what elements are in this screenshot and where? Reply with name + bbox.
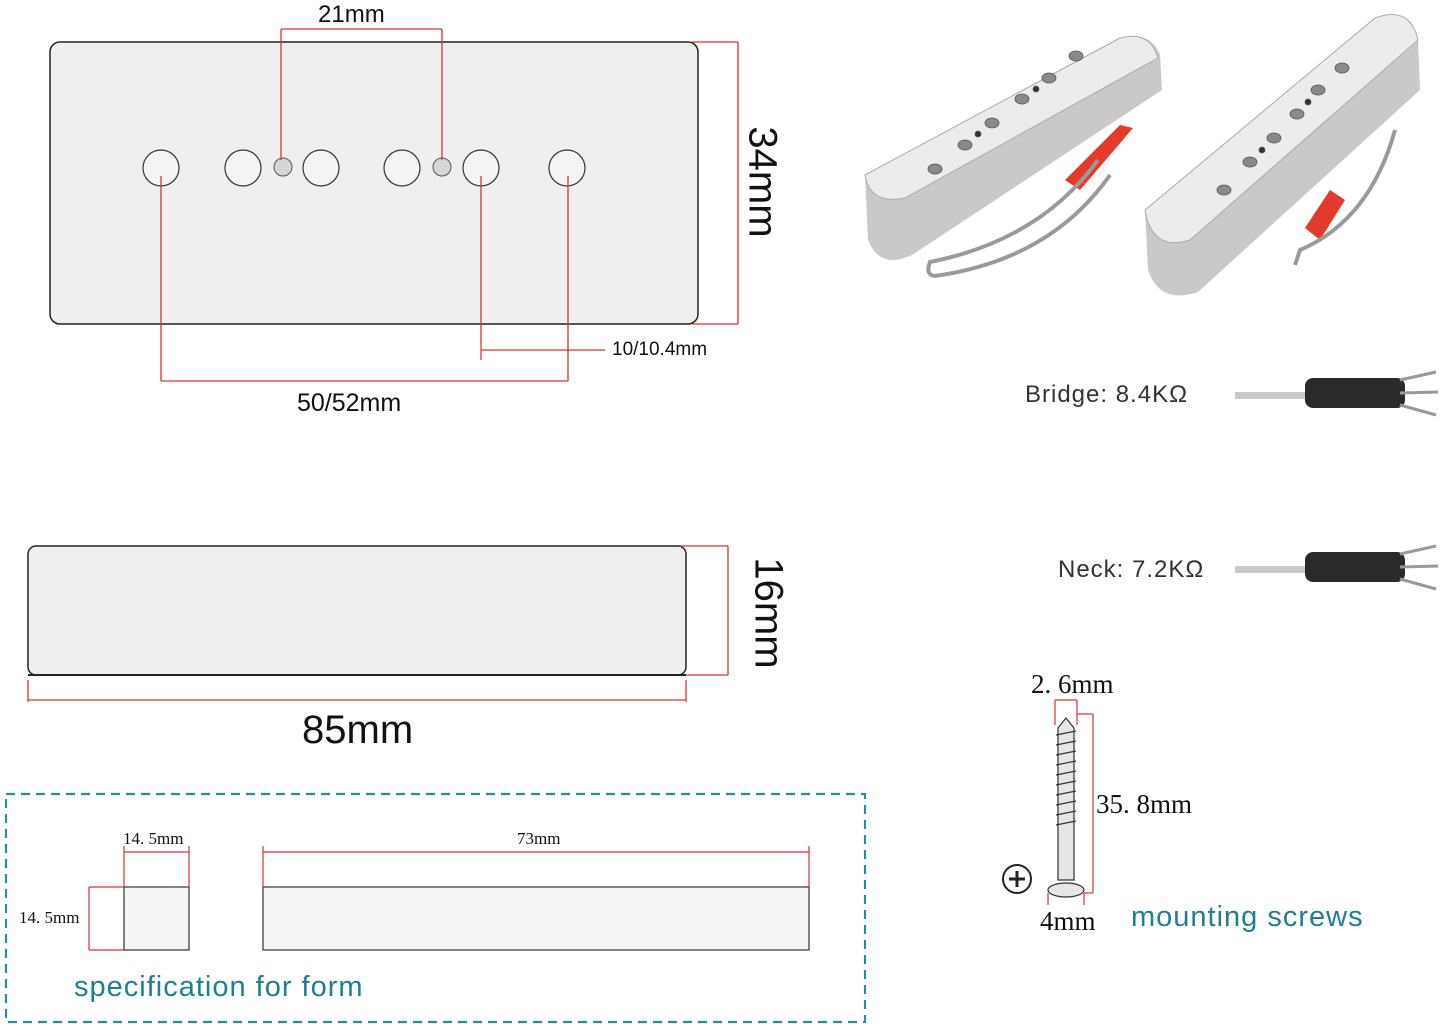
screw-head-label: 4mm (1040, 906, 1096, 936)
dim-pole-spacing-lines (480, 176, 605, 360)
dim-height-lines (692, 41, 739, 325)
dim-outer-span-lines (160, 176, 569, 382)
dim-height-label: 34mm (740, 126, 785, 238)
screw-caption: mounting screws (1131, 901, 1364, 933)
dim-pole-spacing-label: 10/10.4mm (612, 339, 708, 360)
mount-hole (273, 157, 293, 177)
form-long-bar (262, 886, 810, 951)
mount-hole (432, 157, 452, 177)
form-dim-lines (88, 846, 810, 951)
screw-dim-lines (1047, 699, 1094, 905)
form-long-length-label: 73mm (517, 829, 561, 848)
pole-piece (548, 149, 586, 187)
pole-piece (302, 149, 340, 187)
form-spec-frame (4, 792, 867, 1024)
bridge-resistance-label: Bridge: 8.4KΩ (1025, 381, 1189, 408)
phillips-head-icon (1002, 864, 1032, 894)
side-dim-length-label: 85mm (302, 708, 414, 752)
bridge-lead-wire (1235, 370, 1439, 417)
screw-diameter-label: 2. 6mm (1031, 669, 1114, 699)
neck-lead-wire (1235, 544, 1439, 591)
pole-piece (224, 149, 262, 187)
side-dim-height-label: 16mm (746, 557, 791, 669)
dim-outer-span-label: 50/52mm (297, 389, 402, 417)
screw-length-label: 35. 8mm (1096, 789, 1193, 819)
side-view-plate (27, 545, 687, 676)
form-spec-title: specification for form (74, 971, 364, 1003)
pole-pieces (142, 149, 586, 187)
mount-holes (273, 157, 452, 177)
top-view-plate (49, 41, 699, 325)
form-square (123, 886, 190, 951)
dim-pole-gap-label: 21mm (318, 1, 385, 28)
pole-piece (383, 149, 421, 187)
dim-pole-gap-lines (280, 28, 443, 160)
form-small-height-label: 14. 5mm (19, 908, 80, 927)
neck-resistance-label: Neck: 7.2KΩ (1058, 556, 1205, 583)
side-dim-lines (27, 545, 729, 702)
form-small-width-label: 14. 5mm (123, 829, 184, 848)
mounting-screw (1047, 717, 1085, 898)
pickup-photo-right (1144, 14, 1420, 296)
pickup-photo-left (864, 35, 1162, 279)
